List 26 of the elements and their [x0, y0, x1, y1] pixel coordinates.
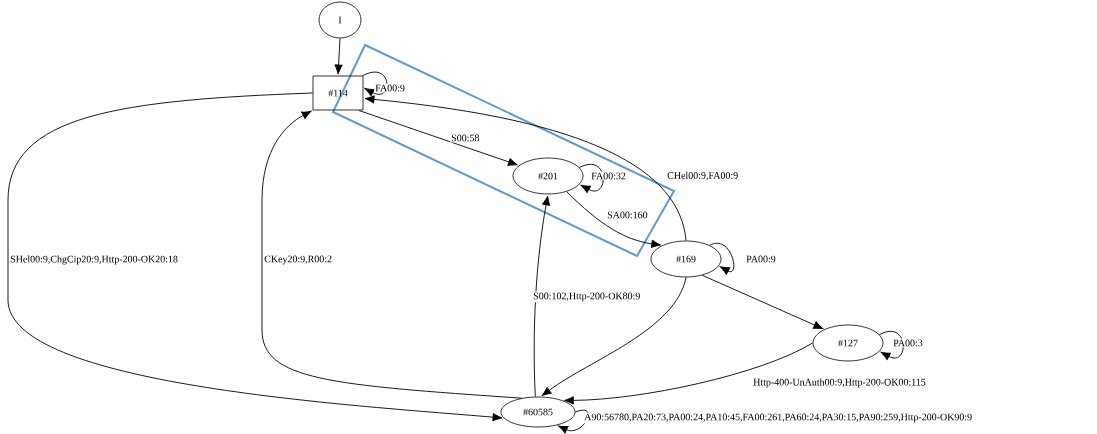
edge-label: Http-400-UnAuth00:9,Http-200-OK00:115: [752, 377, 927, 389]
edge-label: CHel00:9,FA00:9: [666, 170, 740, 182]
arrow: [701, 274, 824, 330]
edge-label: PA00:3: [892, 338, 924, 348]
edge-label: SHel00:9,ChgCip20:9,Http-200-OK20:18: [9, 254, 179, 266]
edge-label: S00:58: [450, 133, 481, 143]
arrow: [566, 191, 662, 248]
arrow: [564, 342, 814, 405]
arrow: [364, 95, 687, 242]
arrow: [533, 195, 551, 398]
edge-label: CKey20:9,R00:2: [263, 254, 333, 266]
arrow: [334, 37, 343, 75]
edge-label: PA00:9: [745, 254, 777, 264]
arrow: [541, 276, 687, 397]
self-loop-arrow: [879, 330, 904, 361]
edge-label: FA00:9: [374, 83, 406, 93]
arrow: [358, 109, 518, 166]
arrow: [7, 92, 503, 422]
arrow: [261, 110, 522, 399]
edge-label: A90:56780,PA20:73,PA00:24,PA10:45,FA00:261,PA60:24,PA30:15,PA90:259,Http-200-OK90:9: [583, 412, 974, 424]
self-loop-arrow: [362, 71, 388, 97]
self-loop-arrow: [709, 243, 735, 275]
edge-label: S00:102,Http-200-OK80:9: [532, 291, 642, 303]
self-loop-arrow: [579, 163, 604, 194]
edge-label: FA00:32: [590, 171, 627, 181]
edge-label: SA00:160: [606, 210, 649, 220]
